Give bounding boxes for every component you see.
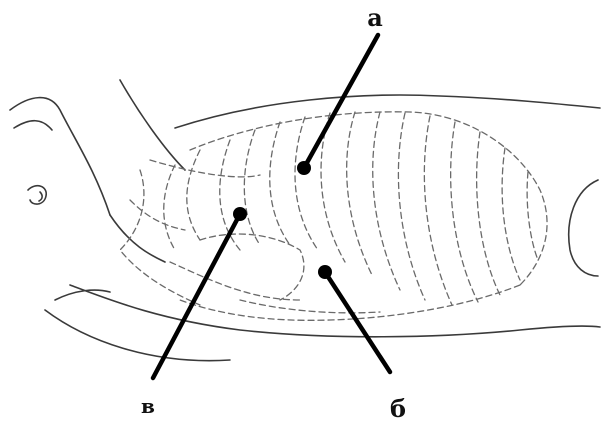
callout-label-v: в — [141, 394, 155, 418]
leader-line-v — [153, 214, 240, 378]
callout-label-b: б — [390, 394, 406, 423]
body-outline — [10, 80, 600, 361]
leader-line-b — [325, 272, 390, 372]
callout-label-a: а — [367, 3, 383, 32]
leader-line-a — [304, 35, 378, 168]
